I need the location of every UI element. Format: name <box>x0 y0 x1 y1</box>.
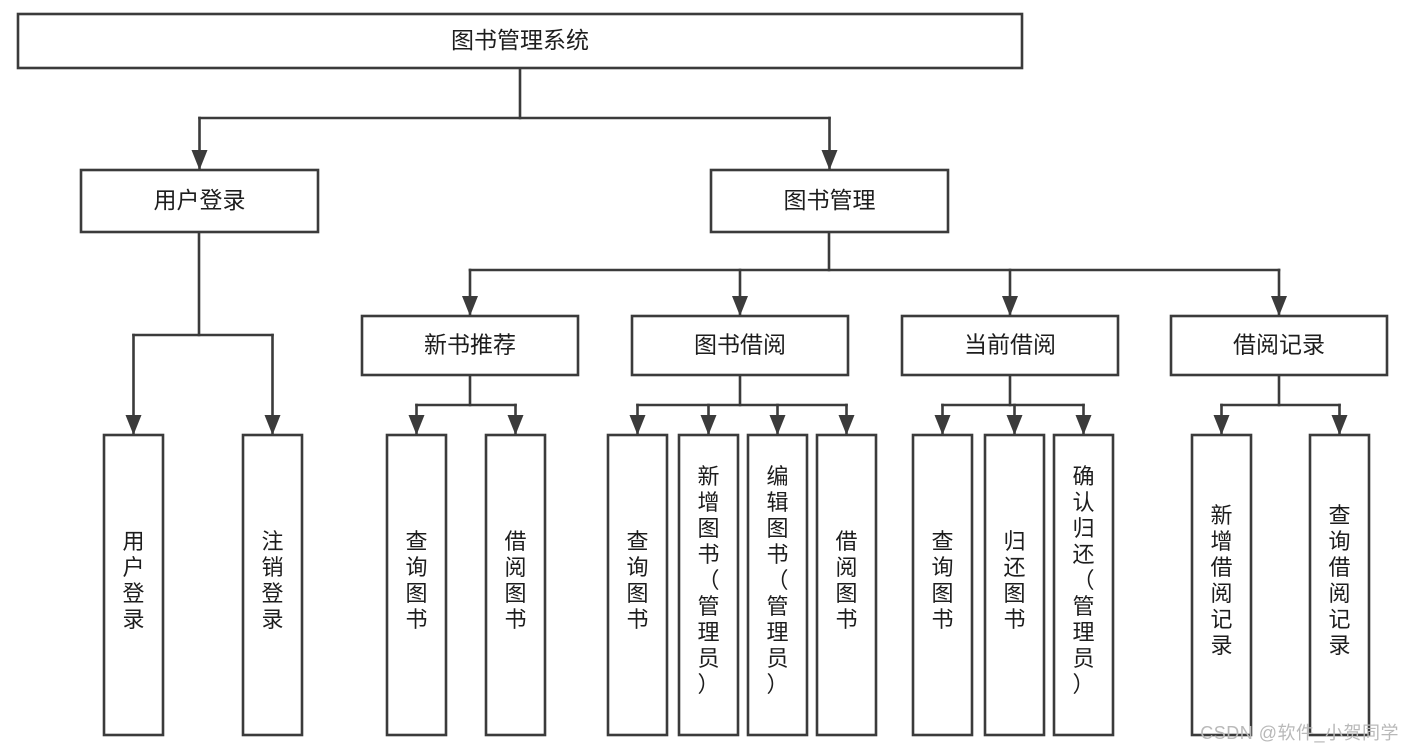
node-leaf-8-label: 查询图书 <box>931 529 953 632</box>
arrow-head-icon-l2-1-0 <box>629 415 646 435</box>
node-leaf-6-box[interactable] <box>746 433 809 737</box>
connector-layer <box>125 66 1348 436</box>
node-leaf-9[interactable]: 归还图书 <box>983 433 1046 737</box>
node-level2-1[interactable]: 图书借阅 <box>630 314 850 377</box>
node-leaf-12-box[interactable] <box>1308 433 1371 737</box>
node-leaf-7-label: 借阅图书 <box>835 529 857 632</box>
arrow-head-icon-bookmgmt-1 <box>732 296 748 316</box>
arrow-head-icon-l2-2-0 <box>934 415 951 435</box>
node-leaf-6[interactable]: 编辑图书（管理员） <box>746 433 809 737</box>
node-leaf-1-label: 注销登录 <box>261 529 283 632</box>
node-level2-0-box[interactable] <box>360 314 580 377</box>
node-leaf-3[interactable]: 借阅图书 <box>484 433 547 737</box>
node-leaf-5[interactable]: 新增图书（管理员） <box>677 433 740 737</box>
node-level1-1-label: 图书管理 <box>784 187 876 213</box>
node-level1-0-label: 用户登录 <box>154 187 246 213</box>
csdn-watermark: CSDN @软件_小贺同学 <box>1200 723 1399 743</box>
node-leaf-8[interactable]: 查询图书 <box>911 433 974 737</box>
arrow-head-icon-l2-1-2 <box>769 415 786 435</box>
node-leaf-0-label: 用户登录 <box>122 529 144 632</box>
arrow-head-icon-bookmgmt-3 <box>1271 296 1287 316</box>
arrow-head-icon-l2-0-0 <box>408 415 425 435</box>
node-leaf-4-box[interactable] <box>606 433 669 737</box>
arrow-head-icon-l2-1-1 <box>700 415 717 435</box>
node-leaf-10[interactable]: 确认归还（管理员） <box>1052 433 1115 737</box>
node-root-label: 图书管理系统 <box>451 27 589 53</box>
node-leaf-11[interactable]: 新增借阅记录 <box>1190 433 1253 737</box>
node-leaf-6-label: 编辑图书（管理员） <box>766 464 788 697</box>
node-level2-3[interactable]: 借阅记录 <box>1169 314 1389 377</box>
node-leaf-2[interactable]: 查询图书 <box>385 433 448 737</box>
node-leaf-7[interactable]: 借阅图书 <box>815 433 878 737</box>
node-level1-0-box[interactable] <box>79 168 320 234</box>
node-level2-1-box[interactable] <box>630 314 850 377</box>
node-level1-1-box[interactable] <box>709 168 950 234</box>
node-leaf-10-label: 确认归还（管理员） <box>1072 464 1094 697</box>
arrow-head-icon-bookmgmt-2 <box>1002 296 1018 316</box>
arrow-head-icon-root-0 <box>191 150 208 170</box>
arrow-head-icon-userlogin-0 <box>125 415 142 435</box>
node-level2-2[interactable]: 当前借阅 <box>900 314 1120 377</box>
node-root-box[interactable] <box>16 12 1024 70</box>
node-leaf-4-label: 查询图书 <box>626 529 648 632</box>
node-level2-2-box[interactable] <box>900 314 1120 377</box>
node-root[interactable]: 图书管理系统 <box>16 12 1024 70</box>
node-level1-0[interactable]: 用户登录 <box>79 168 320 234</box>
node-leaf-8-box[interactable] <box>911 433 974 737</box>
node-layer: 图书管理系统用户登录图书管理新书推荐图书借阅当前借阅借阅记录用户登录注销登录查询… <box>16 12 1389 737</box>
node-leaf-12-label: 查询借阅记录 <box>1328 503 1350 658</box>
node-leaf-5-label: 新增图书（管理员） <box>697 464 719 697</box>
node-leaf-3-box[interactable] <box>484 433 547 737</box>
node-leaf-0-box[interactable] <box>102 433 165 737</box>
node-leaf-11-label: 新增借阅记录 <box>1210 503 1232 658</box>
arrow-head-icon-l2-3-1 <box>1331 415 1348 435</box>
node-leaf-7-box[interactable] <box>815 433 878 737</box>
node-leaf-2-box[interactable] <box>385 433 448 737</box>
node-level2-3-label: 借阅记录 <box>1233 332 1325 358</box>
node-leaf-1-box[interactable] <box>241 433 304 737</box>
arrow-head-icon-bookmgmt-0 <box>462 296 478 316</box>
arrow-head-icon-root-1 <box>821 150 838 170</box>
node-level2-3-box[interactable] <box>1169 314 1389 377</box>
node-leaf-11-box[interactable] <box>1190 433 1253 737</box>
node-leaf-5-box[interactable] <box>677 433 740 737</box>
node-leaf-1[interactable]: 注销登录 <box>241 433 304 737</box>
arrow-head-icon-l2-0-1 <box>507 415 524 435</box>
node-leaf-9-box[interactable] <box>983 433 1046 737</box>
arrow-head-icon-l2-2-1 <box>1006 415 1023 435</box>
node-level2-0-label: 新书推荐 <box>424 332 516 358</box>
node-leaf-12[interactable]: 查询借阅记录 <box>1308 433 1371 737</box>
node-leaf-4[interactable]: 查询图书 <box>606 433 669 737</box>
node-level1-1[interactable]: 图书管理 <box>709 168 950 234</box>
node-leaf-10-box[interactable] <box>1052 433 1115 737</box>
node-level2-1-label: 图书借阅 <box>694 332 786 358</box>
node-level2-2-label: 当前借阅 <box>964 332 1056 358</box>
node-leaf-2-label: 查询图书 <box>405 529 427 632</box>
arrow-head-icon-l2-2-2 <box>1075 415 1092 435</box>
arrow-head-icon-l2-3-0 <box>1213 415 1230 435</box>
node-leaf-9-label: 归还图书 <box>1003 529 1025 632</box>
node-level2-0[interactable]: 新书推荐 <box>360 314 580 377</box>
arrow-head-icon-l2-1-3 <box>838 415 855 435</box>
node-leaf-3-label: 借阅图书 <box>504 529 526 632</box>
node-leaf-0[interactable]: 用户登录 <box>102 433 165 737</box>
arrow-head-icon-userlogin-1 <box>264 415 281 435</box>
